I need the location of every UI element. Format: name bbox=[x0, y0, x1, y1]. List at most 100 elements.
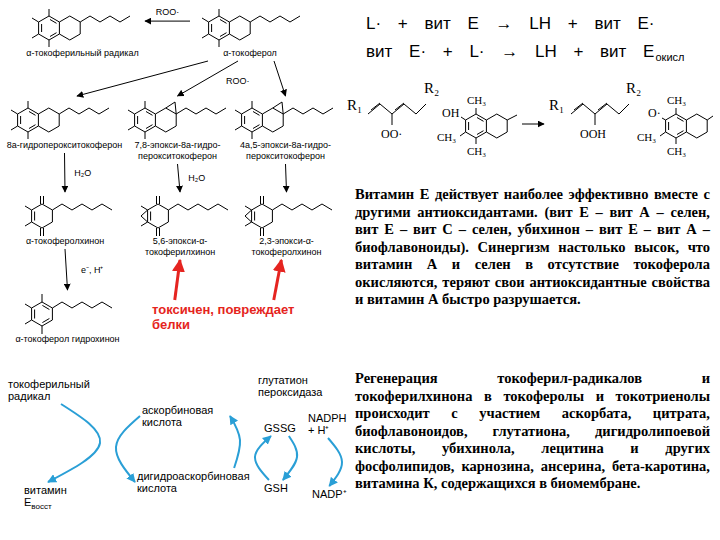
node-text: α-токоферол bbox=[192, 48, 308, 59]
text-paragraph: Регенерация токоферил-радикалов и токофе… bbox=[355, 370, 710, 493]
cycle-species: дигидроаскорбиновая кислота bbox=[135, 468, 252, 496]
atom-label: CH₃ bbox=[637, 131, 656, 144]
node-text: 7,8-эпокси-8а-гидро-перокситокоферон bbox=[127, 140, 228, 162]
quinone-structure bbox=[25, 196, 112, 236]
reaction-arrow bbox=[145, 21, 190, 22]
node-text: GSH bbox=[264, 482, 288, 494]
cycle-species: токоферильный радикал bbox=[6, 376, 116, 404]
equation: вит E· + L· → LH + вит E bbox=[366, 42, 654, 62]
node-text: 4а,5-эпокси-8а-гидро-перокситокоферон bbox=[235, 140, 336, 162]
compound: α-токоферол гидрохинон bbox=[5, 290, 130, 347]
node-text: α-токоферолхинон bbox=[7, 236, 123, 247]
node-text: NADP⁺ bbox=[312, 488, 347, 500]
atom-label: CH₃ bbox=[667, 94, 686, 107]
tocopheryl-radical-structure bbox=[32, 9, 130, 47]
epoxy-structure bbox=[235, 101, 333, 139]
bond bbox=[660, 108, 713, 144]
edge-label: H₂O bbox=[187, 173, 206, 183]
node-text: токоферильный радикал bbox=[8, 378, 114, 402]
compound: 7,8-эпокси-8а-гидро-перокситокоферон bbox=[125, 96, 230, 164]
node-text: 5,6-эпокси-α-токоферилхинон bbox=[132, 236, 228, 258]
edge-label: ROO· bbox=[225, 76, 251, 86]
edge-label: ROO· bbox=[155, 7, 181, 17]
reaction-arrow bbox=[77, 61, 208, 96]
compound: 5,6-эпокси-α-токоферилхинон bbox=[130, 192, 230, 260]
epoxy-structure bbox=[128, 101, 226, 139]
enzyme-label: глутатион пероксидаза bbox=[258, 374, 340, 398]
atom-label: CH₃ bbox=[667, 145, 686, 158]
node-text: GSSG bbox=[264, 422, 296, 434]
cycle-species: GSSG bbox=[262, 420, 298, 436]
node-text: дигидроаскорбиновая кислота bbox=[137, 470, 250, 494]
chromanoxyl-ring bbox=[666, 114, 708, 138]
compound: α-токоферол bbox=[190, 4, 310, 61]
reaction-structures bbox=[368, 103, 713, 144]
node-text: токсичен, повреждает белки bbox=[152, 302, 313, 332]
atom-label: OH bbox=[442, 106, 459, 120]
atom-label: O· bbox=[648, 106, 661, 120]
cycle-species: аскорбиновая кислота bbox=[140, 402, 230, 430]
tocopherol-structure bbox=[202, 9, 300, 47]
epoxy-ring bbox=[245, 210, 252, 222]
bond bbox=[595, 114, 596, 125]
bond bbox=[460, 108, 517, 144]
chromanol-ring bbox=[466, 114, 508, 138]
compound: α-токоферильный радикал bbox=[20, 4, 145, 61]
compound: 4а,5-эпокси-8а-гидро-перокситокоферон bbox=[233, 96, 338, 164]
atom-label: CH₃ bbox=[467, 94, 486, 107]
atom-label: OO· bbox=[381, 127, 402, 141]
text-paragraph: Витамин Е действует наиболее эффективно … bbox=[355, 186, 710, 309]
cycle-species: NADP⁺ bbox=[310, 486, 349, 502]
reaction-arrow bbox=[274, 61, 286, 96]
bond bbox=[392, 114, 393, 125]
subscript: окисл bbox=[655, 51, 684, 63]
reaction-arrow bbox=[283, 436, 297, 480]
atom-label: R₂ bbox=[424, 80, 439, 97]
reaction-arrow bbox=[286, 164, 287, 192]
atom-label: CH₃ bbox=[437, 131, 456, 144]
compound: 8а-гидроперокситокоферон bbox=[2, 96, 127, 153]
node-text: NADPH + H⁺ bbox=[308, 412, 348, 436]
node-text: α-токоферол гидрохинон bbox=[7, 334, 128, 345]
atom-label: R₁ bbox=[347, 97, 362, 114]
reaction-arrow bbox=[255, 436, 271, 480]
warning-note: токсичен, повреждает белки bbox=[150, 300, 315, 334]
node-text: восст bbox=[31, 502, 51, 511]
reaction-arrow bbox=[175, 260, 180, 300]
edge-label: H₂O bbox=[73, 168, 92, 178]
node-text: 8а-гидроперокситокоферон bbox=[4, 140, 125, 151]
reaction-arrow bbox=[274, 260, 282, 300]
epoxy-ring bbox=[141, 210, 148, 222]
epoxy-ring bbox=[273, 102, 283, 114]
node-text: 2,3-эпокси-α-токоферолхинон bbox=[237, 236, 336, 258]
atom-label: OOH bbox=[580, 127, 606, 141]
atom-label: R₂ bbox=[626, 80, 641, 97]
atom-label: CH₃ bbox=[467, 145, 486, 158]
node-text: аскорбиновая кислота bbox=[142, 404, 228, 428]
cycle-species: NADPH + H⁺ bbox=[306, 410, 350, 438]
epoxy-ring bbox=[166, 102, 176, 114]
scheme-structures bbox=[11, 9, 333, 334]
cycle-species: витамин Eвосст bbox=[22, 482, 74, 515]
compound: α-токоферолхинон bbox=[5, 192, 125, 249]
reaction-arrow bbox=[522, 124, 544, 125]
edge-label: e⁻, H⁺ bbox=[80, 265, 105, 275]
fatty-chain bbox=[571, 103, 629, 114]
reaction-arrow bbox=[48, 404, 100, 482]
reaction-arrow bbox=[328, 438, 342, 486]
reaction-arrow bbox=[230, 416, 240, 468]
quinone-structure bbox=[141, 196, 228, 236]
atom-label: R₁ bbox=[549, 97, 564, 114]
cycle-species: GSH bbox=[262, 480, 290, 496]
reaction-arrow bbox=[64, 153, 66, 192]
reaction-arrow bbox=[65, 249, 68, 290]
compound: 2,3-эпокси-α-токоферолхинон bbox=[235, 192, 338, 260]
reaction-arrow bbox=[116, 416, 140, 482]
hydroperoxy-structure bbox=[11, 101, 109, 139]
reaction-arrow bbox=[178, 164, 181, 192]
hydroquinone-structure bbox=[25, 294, 112, 334]
equation: L· + вит E → LH + вит E· bbox=[366, 14, 654, 34]
quinone-structure bbox=[245, 196, 332, 236]
fatty-chain bbox=[368, 103, 426, 114]
